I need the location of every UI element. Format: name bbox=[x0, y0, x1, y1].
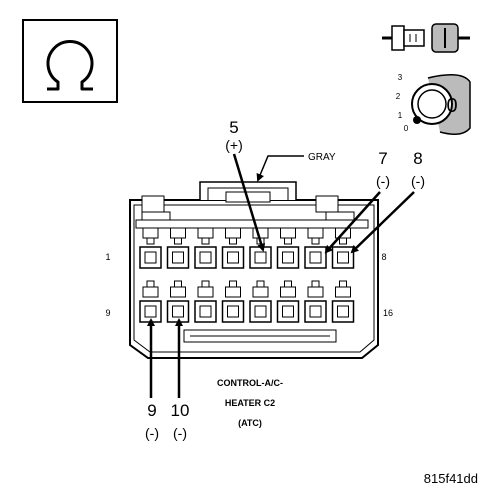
row-start-label-1: 1 bbox=[105, 252, 110, 262]
leader-pin-5 bbox=[232, 153, 266, 252]
callout-sign-10: (-) bbox=[173, 425, 187, 441]
row-start-label-9: 9 bbox=[105, 308, 110, 318]
pin-cavity-16 bbox=[331, 280, 355, 323]
pin-cavity-4 bbox=[221, 227, 245, 269]
callout-sign-7: (-) bbox=[376, 173, 390, 189]
ignition-position-3: 3 bbox=[398, 73, 403, 82]
pin-cavity-6 bbox=[276, 227, 300, 269]
connector-caption-line-1: CONTROL-A/C- bbox=[217, 378, 283, 388]
pin-cavity-3 bbox=[194, 227, 217, 269]
ohm-meter-icon bbox=[22, 19, 118, 103]
pin-cavity-7 bbox=[304, 227, 327, 269]
pin-cavity-9 bbox=[139, 280, 162, 323]
ignition-position-1: 1 bbox=[398, 111, 403, 120]
pin-cavity-13 bbox=[249, 280, 272, 323]
leader-pin-7 bbox=[324, 191, 381, 254]
callout-pin-10: 10 bbox=[171, 401, 190, 420]
disconnect-icon bbox=[382, 23, 470, 53]
pin-cavity-12 bbox=[221, 280, 245, 323]
pin-cavity-10 bbox=[166, 280, 190, 323]
pin-cavity-14 bbox=[276, 280, 300, 323]
pin-cavity-15 bbox=[304, 280, 327, 323]
leader-pin-8 bbox=[350, 191, 415, 254]
pin-cavity-2 bbox=[166, 227, 190, 269]
pin-cavity-11 bbox=[194, 280, 217, 323]
ignition-position-0: 0 bbox=[404, 124, 409, 133]
callout-pin-8: 8 bbox=[413, 149, 422, 168]
callout-pin-9: 9 bbox=[147, 401, 156, 420]
ignition-key-icon: 0 3 2 1 0 bbox=[396, 73, 471, 135]
pin-cavity-5 bbox=[249, 227, 272, 269]
callout-pin-7: 7 bbox=[378, 149, 387, 168]
callout-pin-5: 5 bbox=[229, 118, 238, 137]
connector-color-label: GRAY bbox=[308, 152, 336, 163]
callout-sign-8: (-) bbox=[411, 173, 425, 189]
figure-id: 815f41dd bbox=[424, 471, 478, 486]
row-end-label-16: 16 bbox=[383, 308, 393, 318]
pin-row-lower bbox=[139, 280, 355, 323]
ignition-position-2: 2 bbox=[396, 92, 401, 101]
callout-sign-9: (-) bbox=[145, 425, 159, 441]
callout-sign-5: (+) bbox=[225, 137, 243, 153]
pin-cavity-1 bbox=[139, 227, 162, 269]
connector-housing bbox=[129, 181, 379, 359]
connector-caption-line-3: (ATC) bbox=[238, 418, 262, 428]
ignition-key-label: 0 bbox=[446, 95, 457, 117]
row-end-label-8: 8 bbox=[381, 252, 386, 262]
pin-row-upper bbox=[139, 227, 355, 269]
connector-caption-line-2: HEATER C2 bbox=[225, 398, 275, 408]
color-leader-line bbox=[256, 155, 304, 182]
